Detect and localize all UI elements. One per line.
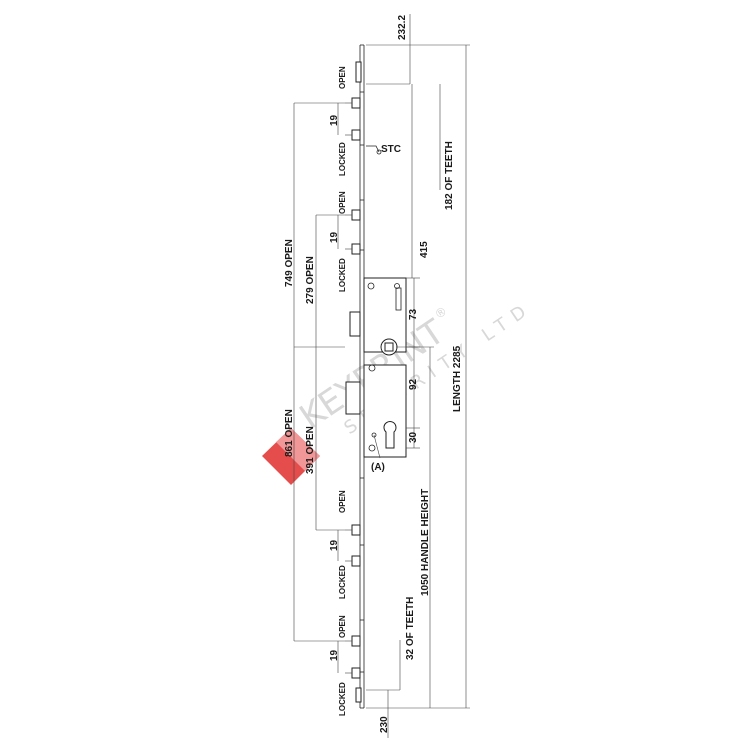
label-open-3: OPEN <box>338 490 347 513</box>
dim-19-b: 19 <box>329 231 340 243</box>
dim-length: LENGTH 2285 <box>452 345 463 412</box>
label-open-2: OPEN <box>338 191 347 214</box>
latch-bolt <box>349 311 361 337</box>
watermark-registered: ® <box>432 304 450 322</box>
stc-marker <box>366 145 382 155</box>
dim-19-a: 19 <box>329 114 340 126</box>
dim-391-open: 391 OPEN <box>305 426 316 474</box>
spindle-follower <box>380 338 398 356</box>
dim-749-open: 749 OPEN <box>284 239 295 287</box>
top-tongue <box>355 61 362 83</box>
dim-279-open: 279 OPEN <box>305 256 316 304</box>
label-open-4: OPEN <box>338 615 347 638</box>
dim-73: 73 <box>408 308 419 320</box>
dim-92: 92 <box>408 378 419 390</box>
dim-230: 230 <box>379 716 390 733</box>
deadbolt <box>345 381 361 415</box>
dim-861-open: 861 OPEN <box>284 409 295 457</box>
dim-232-2: 232.2 <box>397 15 408 40</box>
label-locked-2: LOCKED <box>338 258 347 292</box>
locking-point-3 <box>345 524 361 567</box>
locking-point-2 <box>345 209 361 255</box>
dim-415: 415 <box>419 241 430 258</box>
label-stc: STC <box>381 144 401 155</box>
dim-182-teeth: 182 OF TEETH <box>444 141 455 210</box>
dim-19-c: 19 <box>329 539 340 551</box>
dim-30: 30 <box>408 431 419 443</box>
dim-32-teeth: 32 OF TEETH <box>405 597 416 660</box>
bottom-tongue <box>355 687 362 703</box>
gearbox-case <box>345 277 407 458</box>
label-case-a: (A) <box>371 462 385 473</box>
dim-handle-height: 1050 HANDLE HEIGHT <box>420 489 431 596</box>
label-locked-4: LOCKED <box>338 682 347 716</box>
label-locked-1: LOCKED <box>338 142 347 176</box>
label-locked-3: LOCKED <box>338 565 347 599</box>
cylinder-cutout <box>383 421 397 449</box>
label-open-1: OPEN <box>338 66 347 89</box>
locking-point-1 <box>345 97 361 141</box>
locking-point-4 <box>345 635 361 679</box>
dim-19-d: 19 <box>329 649 340 661</box>
